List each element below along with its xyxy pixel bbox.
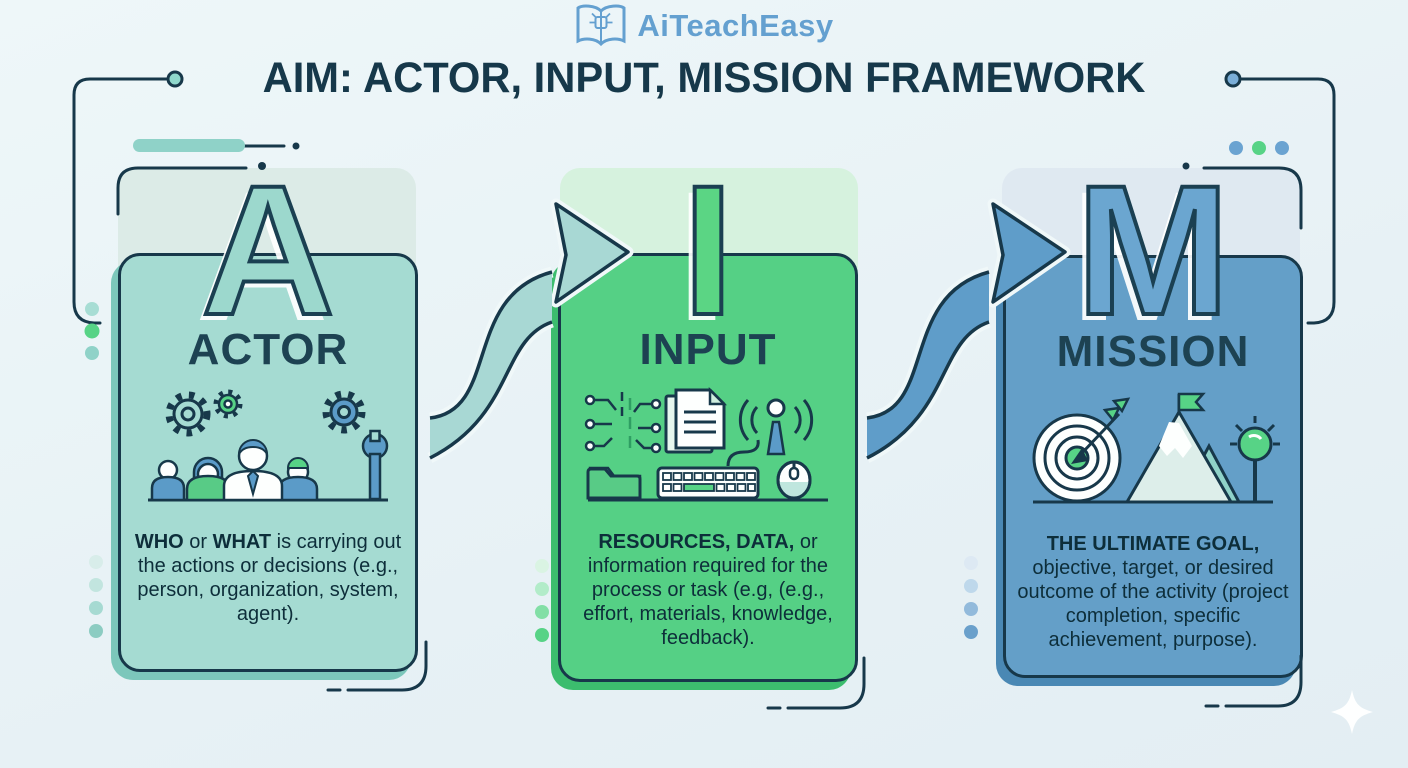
mission-description: THE ULTIMATE GOAL, objective, target, or… — [1017, 533, 1289, 651]
sparkle — [1331, 690, 1373, 734]
mission-heading: MISSION — [1056, 327, 1250, 376]
page-title: AIM: ACTOR, INPUT, MISSION FRAMEWORK — [262, 54, 1146, 102]
mission-letter: M — [1074, 148, 1232, 354]
actor-description: WHO or WHAT is carrying out the actions … — [134, 531, 402, 625]
mountain-flag-icon — [1124, 392, 1242, 504]
antenna-icon — [738, 398, 814, 456]
mouse-icon — [776, 460, 812, 500]
actor-letter: A — [199, 148, 337, 354]
wrench-icon — [361, 429, 389, 501]
actor-top-dots — [84, 302, 100, 360]
team-people-icon — [150, 439, 319, 502]
actor-card: ACTOR — [118, 253, 418, 672]
mission-top-dots — [1229, 141, 1289, 155]
mission-card: MISSION — [1003, 255, 1303, 678]
mission-side-dots — [964, 556, 978, 639]
actor-icons — [148, 389, 389, 502]
goal-marker-icon — [1230, 416, 1280, 502]
logo-text: AiTeachEasy — [637, 8, 834, 43]
documents-icon — [664, 386, 728, 454]
logo-book-circuit-icon — [576, 4, 626, 47]
input-icons — [584, 386, 828, 502]
mission-icons — [1032, 392, 1280, 504]
input-side-dots — [535, 559, 549, 642]
circuit-icon — [584, 392, 662, 454]
input-heading: INPUT — [639, 325, 777, 374]
folder-icon — [586, 466, 642, 500]
input-description: RESOURCES, DATA, or information required… — [583, 531, 833, 649]
logo: AiTeachEasy — [0, 3, 1408, 49]
gears-icon — [165, 389, 366, 437]
input-letter: I — [680, 148, 735, 354]
actor-side-dots — [89, 555, 103, 638]
input-card: INPUT — [558, 253, 858, 682]
actor-heading: ACTOR — [187, 325, 349, 374]
target-arrow-icon — [1032, 397, 1131, 503]
keyboard-icon — [656, 439, 760, 500]
